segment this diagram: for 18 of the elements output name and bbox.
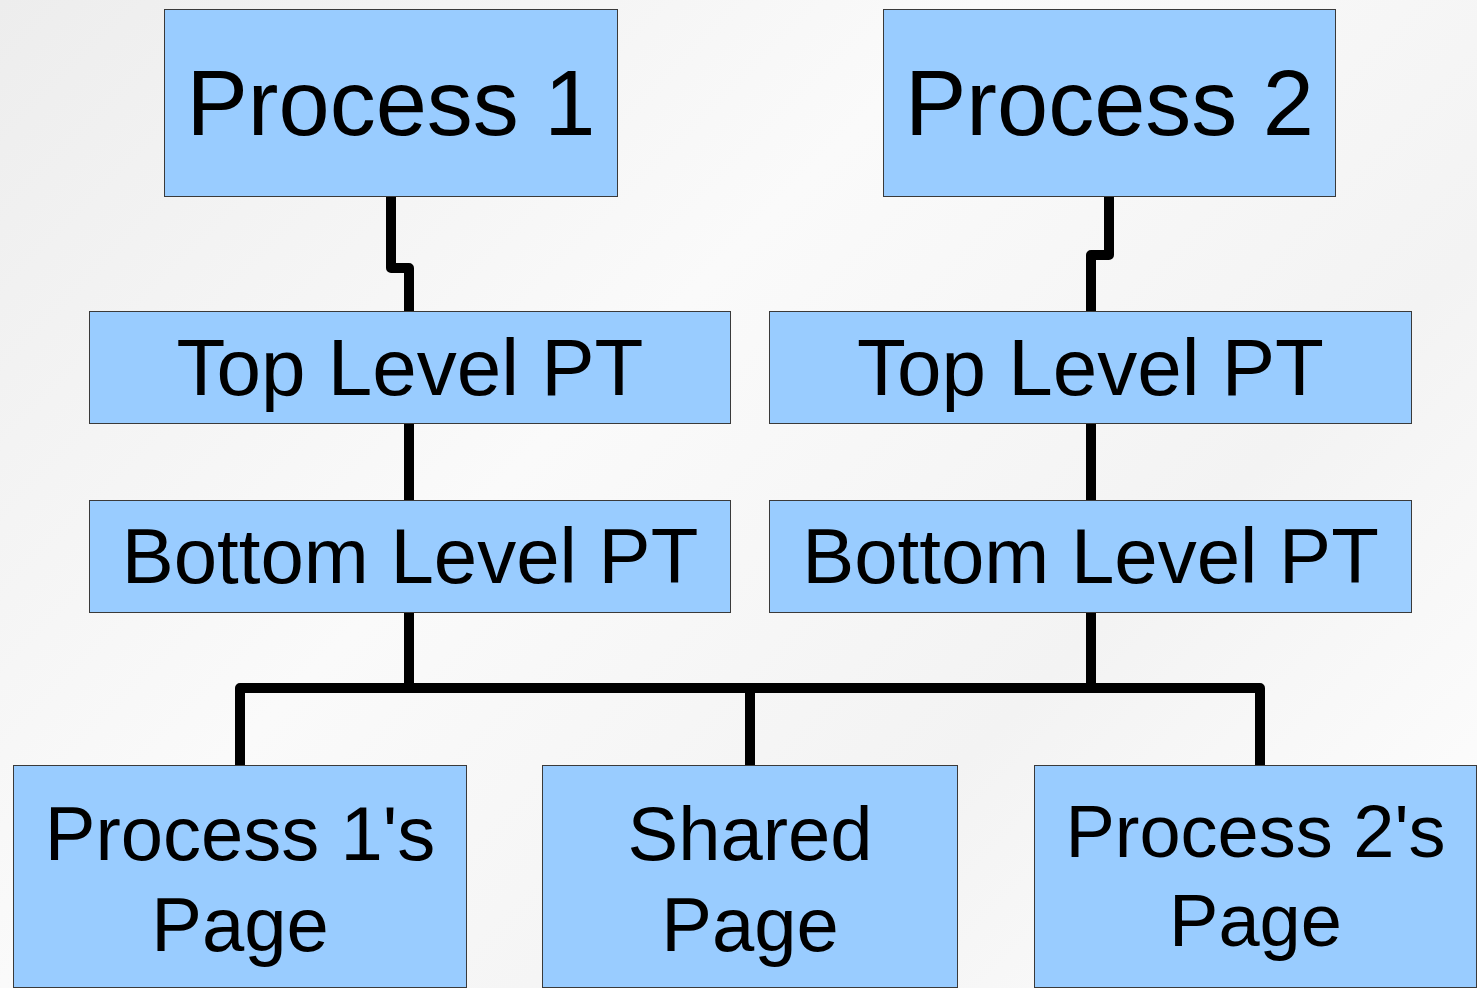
process-box (769, 500, 1412, 613)
process-box (769, 311, 1412, 424)
box-label: Bottom Level PT (802, 510, 1379, 602)
process-box (89, 500, 731, 613)
box-label: Top Level PT (176, 321, 644, 414)
process-box (542, 765, 958, 988)
process-box (164, 9, 618, 197)
box-label: Process 2's Page (1064, 789, 1447, 964)
process-box (883, 9, 1336, 197)
process-box (1034, 765, 1477, 988)
box-label: Shared Page (626, 790, 874, 970)
box-label: Process 1's Page (43, 790, 437, 970)
box-label: Bottom Level PT (121, 510, 699, 602)
box-label: Process 2 (904, 50, 1315, 156)
box-label: Process 1 (186, 50, 596, 156)
process-box (89, 311, 731, 424)
process-box (13, 765, 467, 988)
box-label: Top Level PT (857, 321, 1324, 414)
